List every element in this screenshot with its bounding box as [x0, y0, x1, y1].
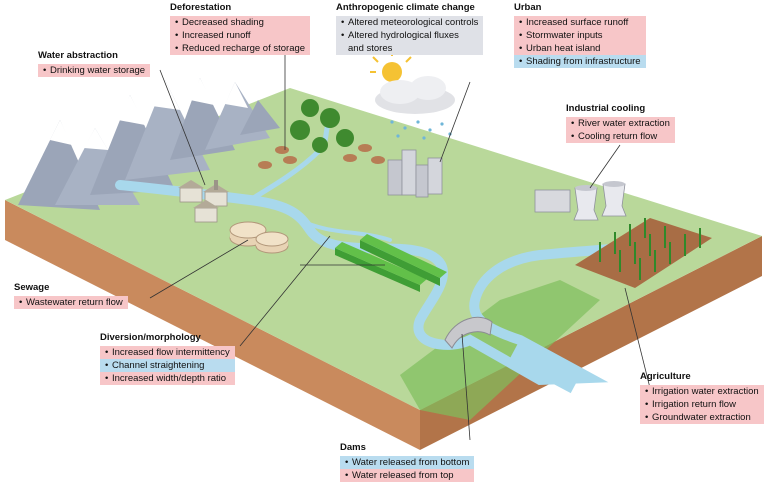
leader-lines: [149, 50, 651, 441]
mountain-range: [18, 78, 280, 210]
urban-item-2: •Stormwater inputs: [514, 29, 646, 42]
diversion-title: Diversion/morphology: [100, 332, 201, 343]
diversion-channels: [335, 234, 447, 292]
diversion-item-2: •Channel straightening: [100, 359, 235, 372]
dam-structure: [444, 316, 582, 394]
trees: [258, 99, 385, 169]
agriculture-title: Agriculture: [640, 371, 691, 382]
sewage-item-1: •Wastewater return flow: [14, 296, 128, 309]
callout-climate-change: Anthropogenic climate change •Altered me…: [336, 2, 484, 55]
callout-dams: Dams •Water released from bottom •Water …: [340, 442, 475, 482]
climate-title: Anthropogenic climate change: [336, 2, 475, 13]
industrial-item-2: •Cooling return flow: [566, 130, 675, 143]
storage-tanks: [229, 221, 289, 254]
agriculture-item-3: •Groundwater extraction: [640, 411, 764, 424]
agriculture-item-1: •Irrigation water extraction: [640, 385, 764, 398]
crop-field: [575, 218, 712, 288]
abstraction-item-1: •Drinking water storage: [38, 64, 151, 77]
industrial-plant: [534, 181, 627, 221]
soil-left-face: [5, 200, 420, 450]
diversion-item-1: •Increased flow intermittency: [100, 346, 235, 359]
agriculture-item-2: •Irrigation return flow: [640, 398, 764, 411]
deforestation-item-3: •Reduced recharge of storage: [170, 42, 311, 55]
callout-urban: Urban •Increased surface runoff •Stormwa…: [514, 2, 646, 68]
houses: [178, 180, 229, 223]
urban-item-3: •Urban heat island: [514, 42, 646, 55]
deforestation-title: Deforestation: [170, 2, 232, 13]
diversion-item-3: •Increased width/depth ratio: [100, 372, 235, 385]
dams-title: Dams: [340, 442, 366, 453]
deforestation-item-2: •Increased runoff: [170, 29, 311, 42]
river: [115, 180, 655, 386]
city-buildings: [387, 149, 443, 198]
dams-item-2: •Water released from top: [340, 469, 475, 482]
dams-item-1: •Water released from bottom: [340, 456, 475, 469]
callout-sewage: Sewage •Wastewater return flow: [14, 282, 128, 309]
callout-water-abstraction: Water abstraction •Drinking water storag…: [38, 50, 151, 77]
abstraction-title: Water abstraction: [38, 50, 118, 61]
industrial-title: Industrial cooling: [566, 103, 646, 114]
river-tributary: [298, 218, 392, 242]
urban-item-1: •Increased surface runoff: [514, 16, 646, 29]
climate-item-1: •Altered meteorological controls: [336, 16, 484, 29]
industrial-item-1: •River water extraction: [566, 117, 675, 130]
soil-right-face: [420, 236, 762, 450]
callout-diversion-morphology: Diversion/morphology •Increased flow int…: [100, 332, 235, 385]
urban-title: Urban: [514, 2, 542, 13]
sun-and-cloud: [370, 50, 455, 140]
callout-industrial-cooling: Industrial cooling •River water extracti…: [566, 103, 675, 143]
callout-deforestation: Deforestation •Decreased shading •Increa…: [170, 2, 311, 55]
sewage-title: Sewage: [14, 282, 50, 293]
callout-agriculture: Agriculture •Irrigation water extraction…: [640, 371, 764, 424]
urban-item-4: •Shading from infrastructure: [514, 55, 646, 68]
deforestation-item-1: •Decreased shading: [170, 16, 311, 29]
river-bank: [400, 280, 600, 420]
